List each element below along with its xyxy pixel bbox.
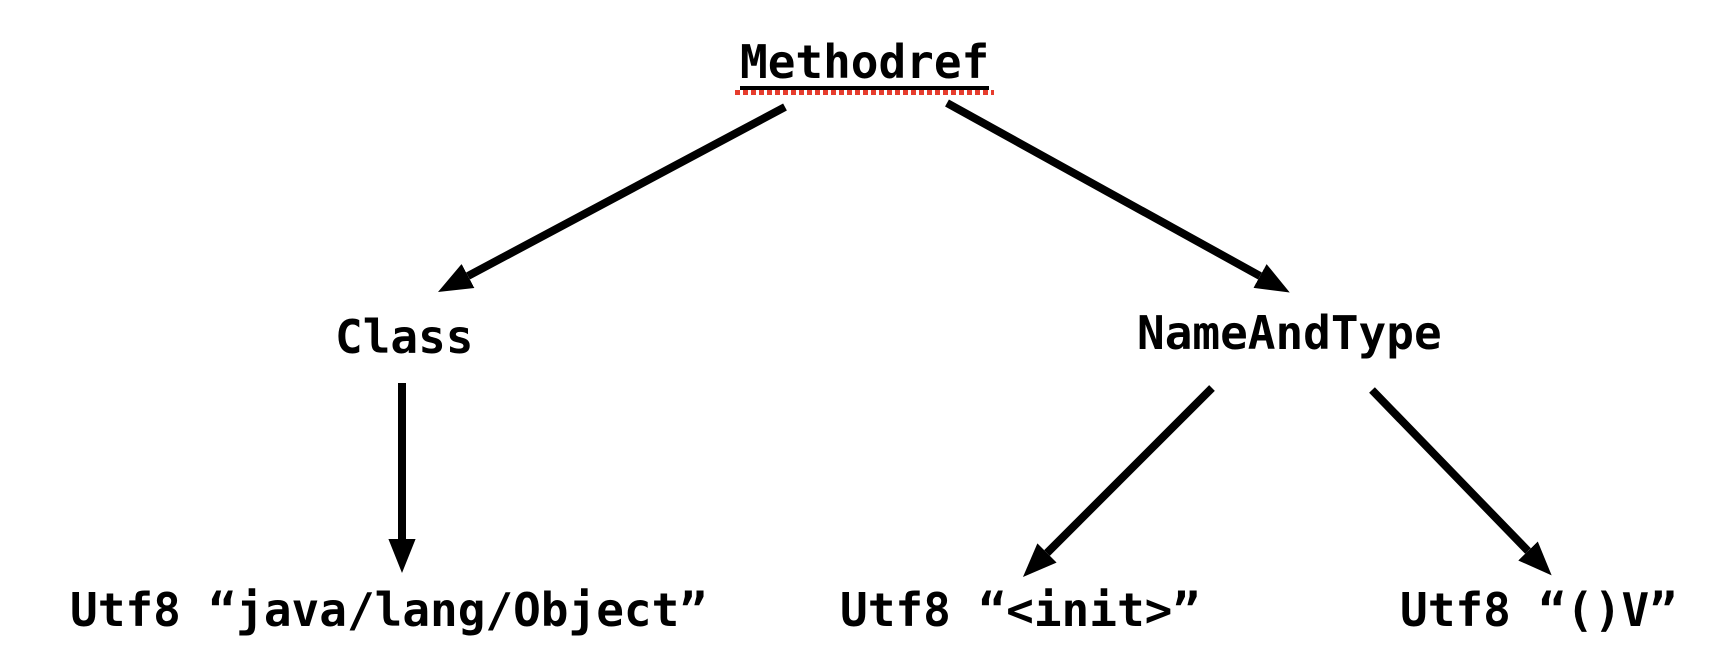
utf8-init-node: Utf8 “<init>” [840, 583, 1201, 637]
utf8-java-lang-object-node: Utf8 “java/lang/Object” [70, 583, 707, 637]
class-node: Class [335, 310, 474, 364]
edge-nameandtype-to-utf8-init-arrow [1022, 385, 1215, 578]
methodref-node[interactable]: Methodref [734, 35, 995, 95]
edge-methodref-to-nameandtype-arrow [945, 99, 1290, 293]
edge-methodref-to-class-arrow [437, 103, 787, 292]
edge-nameandtype-to-utf8-void-arrow [1369, 387, 1552, 576]
nameandtype-node: NameAndType [1137, 306, 1442, 360]
utf8-void-descriptor-node: Utf8 “()V” [1400, 583, 1677, 637]
